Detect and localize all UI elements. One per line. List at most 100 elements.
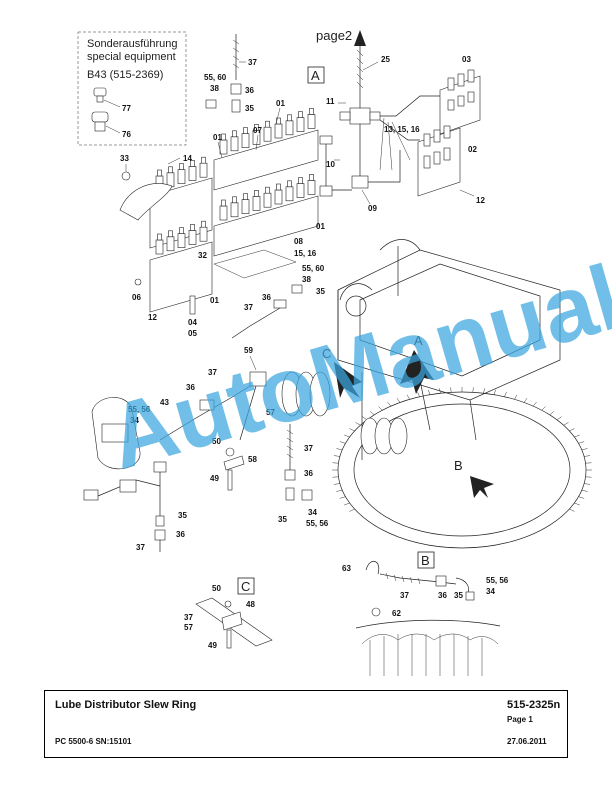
ring-tooth — [369, 411, 375, 416]
ring-tooth — [574, 502, 580, 506]
valve-body — [177, 233, 186, 248]
ring-tooth — [581, 448, 588, 451]
callout-02: 02 — [468, 145, 477, 154]
distributor-03 — [439, 69, 481, 135]
ring-tooth — [578, 496, 585, 499]
valve-cap — [254, 124, 259, 131]
fitting-36d — [284, 469, 296, 481]
arrow-b-label: B — [454, 458, 463, 473]
valve-body — [285, 120, 294, 136]
hose-57 — [239, 385, 257, 441]
callout-01c: 01 — [316, 222, 325, 231]
fitting-36c — [199, 399, 215, 411]
ring-tooth — [333, 455, 340, 457]
ring-tooth — [336, 448, 343, 451]
callout-37c: 37 — [208, 368, 217, 377]
inset-line1: Sonderausführung — [87, 38, 178, 50]
callout-37f: 37 — [400, 591, 409, 600]
ring-tooth — [339, 496, 346, 499]
fitting-35a — [231, 99, 241, 113]
valve-cap — [190, 224, 195, 231]
valve-body — [263, 126, 272, 142]
ring-tooth — [556, 416, 562, 421]
fitting-36e — [154, 529, 166, 541]
callout-50b: 50 — [212, 584, 221, 593]
valve-cap — [287, 180, 292, 188]
callout-34c: 34 — [486, 587, 495, 596]
valve-cap — [309, 108, 314, 115]
drawing-title: Lube Distributor Slew Ring — [55, 699, 197, 711]
fitting-36f — [435, 575, 447, 587]
valve-body — [166, 236, 175, 252]
ring-section — [355, 619, 501, 676]
callout-33: 33 — [120, 154, 129, 163]
valve-cap — [298, 111, 303, 118]
valve-body — [199, 162, 208, 178]
ring-tooth — [406, 394, 410, 400]
valve-body — [252, 196, 261, 211]
valve-cap — [157, 169, 162, 177]
ring-tooth — [578, 441, 585, 444]
callout-06: 06 — [132, 293, 141, 302]
fitting-36b — [273, 299, 287, 309]
callout-63: 63 — [342, 564, 351, 573]
callout-62: 62 — [392, 609, 401, 618]
valve-cap — [243, 193, 248, 200]
valve-cap — [201, 220, 206, 228]
valve-stacks — [155, 108, 316, 255]
callout-59: 59 — [244, 346, 253, 355]
valve-body — [199, 226, 208, 242]
pulleys — [281, 371, 408, 455]
callout-55-56c: 55, 56 — [486, 576, 509, 585]
callout-36c: 36 — [186, 383, 195, 392]
callout-55-56b: 55, 56 — [306, 519, 329, 528]
callout-11: 11 — [326, 97, 335, 106]
fitting-59 — [249, 371, 267, 387]
clamp-48 — [221, 611, 243, 631]
bolt-49 — [227, 469, 233, 491]
ring-tooth — [336, 489, 343, 492]
machine-frame — [337, 239, 561, 460]
page-ref: page2 — [316, 28, 352, 43]
valve-cap — [287, 114, 292, 122]
valve-body — [274, 123, 283, 139]
ring-tooth — [523, 397, 528, 403]
ring-tooth — [574, 434, 580, 438]
valve-body — [219, 139, 228, 155]
callout-15-16: 15, 16 — [294, 249, 317, 258]
callout-43: 43 — [160, 398, 169, 407]
callout-03: 03 — [462, 55, 471, 64]
washer-50 — [225, 447, 235, 457]
valve-cap — [265, 186, 270, 194]
callout-55-60a: 55, 60 — [204, 73, 227, 82]
pump-unit — [83, 397, 167, 518]
ring-tooth — [333, 483, 340, 485]
fitting-38a — [205, 99, 217, 109]
plate-32 — [213, 249, 297, 279]
valve-body — [241, 199, 250, 214]
bracket-14 — [119, 183, 173, 221]
page-number: Page 1 — [507, 715, 533, 724]
callout-77: 77 — [122, 104, 131, 113]
inset-line3: B43 (515-2369) — [87, 69, 163, 81]
view-b-box — [417, 551, 435, 569]
ring-tooth — [349, 508, 355, 512]
callout-76: 76 — [122, 130, 131, 139]
ring-tooth — [532, 401, 537, 407]
ring-tooth — [355, 422, 361, 426]
valve-cap — [254, 190, 259, 197]
valve-body — [274, 189, 283, 205]
ring-tooth — [541, 406, 546, 411]
callout-01a: 01 — [276, 99, 285, 108]
distributor-cluster — [149, 129, 319, 313]
branch-to-03 — [380, 95, 446, 117]
hose-hatch — [356, 49, 364, 89]
valve-cap — [232, 196, 237, 204]
callout-35b: 35 — [316, 287, 325, 296]
valve-cap — [168, 230, 173, 238]
valve-body — [296, 117, 305, 132]
callout-35c: 35 — [278, 515, 287, 524]
clamp-58 — [223, 455, 245, 471]
ring-tooth — [581, 489, 588, 492]
